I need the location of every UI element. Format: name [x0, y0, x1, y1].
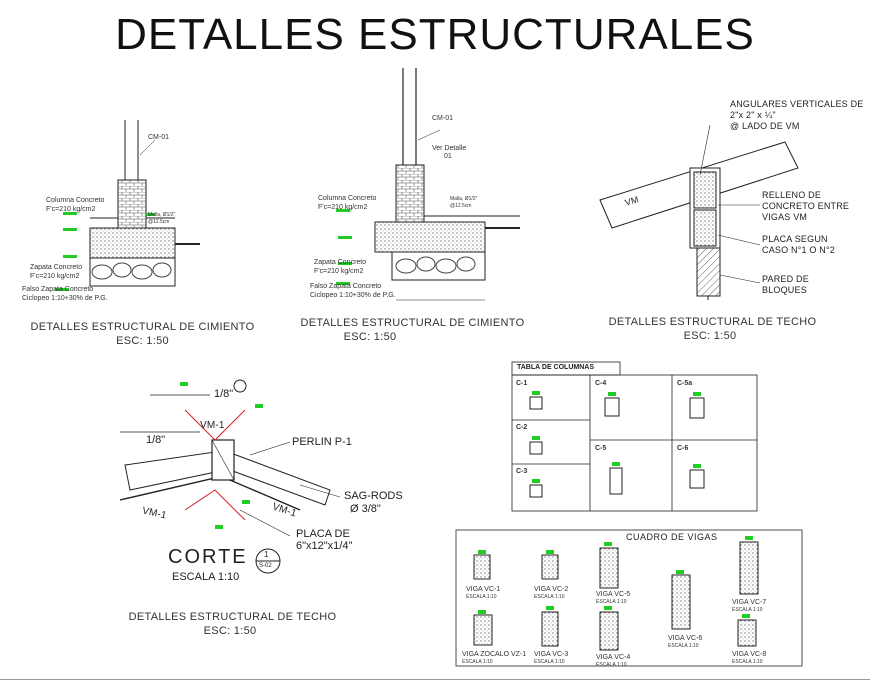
- pared-label-2: BLOQUES: [762, 285, 807, 295]
- bubble-bottom: S-02: [259, 563, 272, 569]
- ver-label: Ver Detalle: [432, 145, 467, 152]
- columna-label: Columna Concreto: [318, 195, 377, 202]
- sag-label: SAG-RODS: [344, 490, 403, 502]
- cuadro-vigas-frame: [455, 529, 803, 667]
- viga-name: VIGA VC-5: [596, 591, 631, 598]
- cimiento-center-drawing: [374, 68, 520, 301]
- tabla-columnas-title: TABLA DE COLUMNAS: [517, 364, 594, 371]
- corte-drawing: [119, 379, 341, 574]
- techo-right-drawing: [599, 124, 799, 300]
- falso-label: Falso Zapata Concreto: [22, 286, 94, 293]
- tabla-columnas-frame: [511, 361, 758, 512]
- columna-c5a: C-5a: [677, 380, 693, 387]
- columna-fc-label: F'c=210 kg/cm2: [46, 206, 96, 213]
- viga-sub: ESCALA 1:10: [732, 659, 763, 665]
- viga-sub: ESCALA 1:10: [732, 607, 763, 613]
- viga-name: VIGA ZOCALO VZ-1: [462, 651, 527, 658]
- pared-label-1: PARED DE: [762, 274, 809, 284]
- columna-label: Columna Concreto: [46, 197, 105, 204]
- relleno-label-1: RELLENO DE: [762, 190, 822, 200]
- columna-accents: [532, 391, 701, 483]
- columna-fc-label: F'c=210 kg/cm2: [318, 204, 368, 211]
- cimiento-left-caption: DETALLES ESTRUCTURAL DE CIMIENTO: [30, 321, 255, 333]
- viga-sub: ESCALA 1:10: [534, 659, 565, 665]
- angulares-label-3: @ LADO DE VM: [730, 121, 800, 131]
- zapata-label: Zapata Concreto: [314, 259, 367, 266]
- corte-caption: DETALLES ESTRUCTURAL DE TECHO: [128, 611, 337, 623]
- sag2-label: Ø 3/8": [350, 503, 381, 515]
- viga-sub: ESCALA 1:10: [462, 659, 493, 665]
- placa-label-2: CASO N°1 O N°2: [762, 245, 836, 255]
- columna-c1: C-1: [516, 380, 528, 387]
- viga-sub: ESCALA 1:10: [668, 643, 699, 649]
- ver2-label: 01: [444, 153, 452, 160]
- escala-label: ESCALA 1:10: [172, 571, 240, 583]
- falso2-label: Ciclopeo 1:10+30% de P.G.: [22, 295, 108, 302]
- relleno-label-3: VIGAS VM: [762, 212, 808, 222]
- cimiento-left-drawing: [89, 120, 200, 287]
- viga-name: VIGA VC-6: [668, 635, 703, 642]
- bubble-top: 1: [264, 550, 269, 559]
- techo-right-scale: ESC: 1:50: [683, 330, 737, 342]
- viga-name: VIGA VC-7: [732, 599, 767, 606]
- corte-label: CORTE: [168, 546, 248, 568]
- cimiento-center-scale: ESC: 1:50: [343, 331, 397, 343]
- placa2-label: 6"x12"x1/4": [296, 540, 353, 552]
- cimiento-left-accents: [55, 212, 155, 291]
- viga-accents: [478, 536, 753, 618]
- columna-c4: C-4: [595, 380, 607, 387]
- slope-top-label: 1/8": [214, 388, 234, 400]
- falso2-label: Ciclopeo 1:10+30% de P.G.: [310, 292, 396, 299]
- cm-label: CM-01: [148, 134, 170, 141]
- viga-sub: ESCALA 1:10: [466, 594, 497, 600]
- malla2-label: @12.5cm: [450, 203, 472, 209]
- viga-name: VIGA VC-8: [732, 651, 767, 658]
- bottom-divider: [0, 679, 870, 680]
- zapata-label: Zapata Concreto: [30, 264, 83, 271]
- angulares-label-2: 2"x 2" x ¼": [730, 110, 776, 120]
- placa-label: PLACA DE: [296, 528, 350, 540]
- viga-name: VIGA VC-4: [596, 654, 631, 661]
- columna-c6: C-6: [677, 445, 689, 452]
- placa-label-1: PLACA SEGUN: [762, 234, 828, 244]
- viga-sub: ESCALA 1:10: [534, 594, 565, 600]
- cimiento-center-caption: DETALLES ESTRUCTURAL DE CIMIENTO: [300, 317, 525, 329]
- cm-label: CM-01: [432, 115, 454, 122]
- viga-sub: ESCALA 1:10: [596, 662, 627, 668]
- cuadro-vigas-title: CUADRO DE VIGAS: [626, 532, 718, 542]
- columna-c3: C-3: [516, 468, 528, 475]
- viga-name: VIGA VC-2: [534, 586, 569, 593]
- zapata-fc-label: F'c=210 kg/cm2: [314, 268, 364, 275]
- malla-label: Malla, Ø1/2": [450, 196, 478, 202]
- cimiento-center-accents: [336, 209, 352, 285]
- corte-accents: [180, 382, 263, 529]
- techo-right-caption: DETALLES ESTRUCTURAL DE TECHO: [608, 316, 817, 328]
- viga-name: VIGA VC-3: [534, 651, 569, 658]
- corte-scale: ESC: 1:50: [203, 625, 257, 637]
- slope-left-label: 1/8": [146, 434, 166, 446]
- viga-name: VIGA VC-1: [466, 586, 501, 593]
- columna-c2: C-2: [516, 424, 528, 431]
- relleno-label-2: CONCRETO ENTRE: [762, 201, 850, 211]
- page-title: DETALLES ESTRUCTURALES: [115, 10, 755, 59]
- vm-top-label: VM-1: [200, 420, 225, 431]
- angulares-label-1: ANGULARES VERTICALES DE: [730, 99, 864, 109]
- malla2-label: @12.5cm: [148, 219, 170, 225]
- columna-sections: [529, 396, 705, 498]
- perlin-label: PERLIN P-1: [292, 436, 352, 448]
- columna-c5: C-5: [595, 445, 607, 452]
- cimiento-left-scale: ESC: 1:50: [116, 335, 169, 347]
- viga-sub: ESCALA 1:10: [596, 599, 627, 605]
- malla-label: Malla, Ø1/2": [148, 212, 176, 218]
- viga-sections: [473, 541, 759, 651]
- falso-label: Falso Zapata Concreto: [310, 283, 382, 290]
- zapata-fc-label: F'c=210 kg/cm2: [30, 273, 80, 280]
